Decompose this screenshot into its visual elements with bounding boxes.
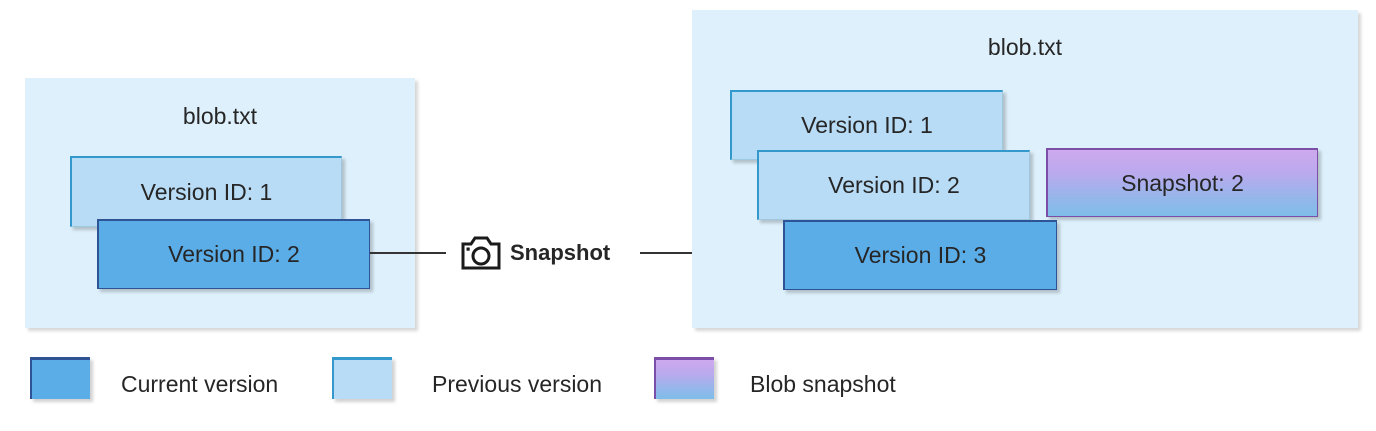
right-version-box-3: Version ID: 3 <box>783 220 1057 290</box>
right-snapshot-box: Snapshot: 2 <box>1046 148 1318 217</box>
right-version-box-2: Version ID: 2 <box>757 150 1030 220</box>
left-panel-title: blob.txt <box>182 103 258 129</box>
right-version-box-1-label: Version ID: 1 <box>801 112 933 138</box>
right-panel-title: blob.txt <box>987 34 1063 60</box>
left-version-box-2-label: Version ID: 2 <box>168 241 300 267</box>
right-version-box-2-label: Version ID: 2 <box>828 172 960 198</box>
left-version-box-1-label: Version ID: 1 <box>140 178 273 205</box>
right-version-box-3-label: Version ID: 3 <box>854 242 987 268</box>
legend-label-previous-version: Previous version <box>432 371 603 397</box>
left-version-box-1: Version ID: 1 <box>70 156 342 227</box>
camera-icon <box>461 236 501 270</box>
legend-label-current-version: Current version <box>121 371 279 397</box>
right-version-box-1: Version ID: 1 <box>730 90 1003 160</box>
right-snapshot-box-label: Snapshot: 2 <box>1121 169 1244 196</box>
legend-swatch-current-version <box>30 357 90 399</box>
snapshot-connector-label: Snapshot <box>510 240 611 265</box>
left-version-box-2: Version ID: 2 <box>97 219 370 289</box>
legend-label-blob-snapshot: Blob snapshot <box>750 371 896 397</box>
legend-swatch-previous-version <box>332 357 392 399</box>
legend-swatch-blob-snapshot <box>654 357 714 399</box>
connector-line-left <box>370 252 446 254</box>
